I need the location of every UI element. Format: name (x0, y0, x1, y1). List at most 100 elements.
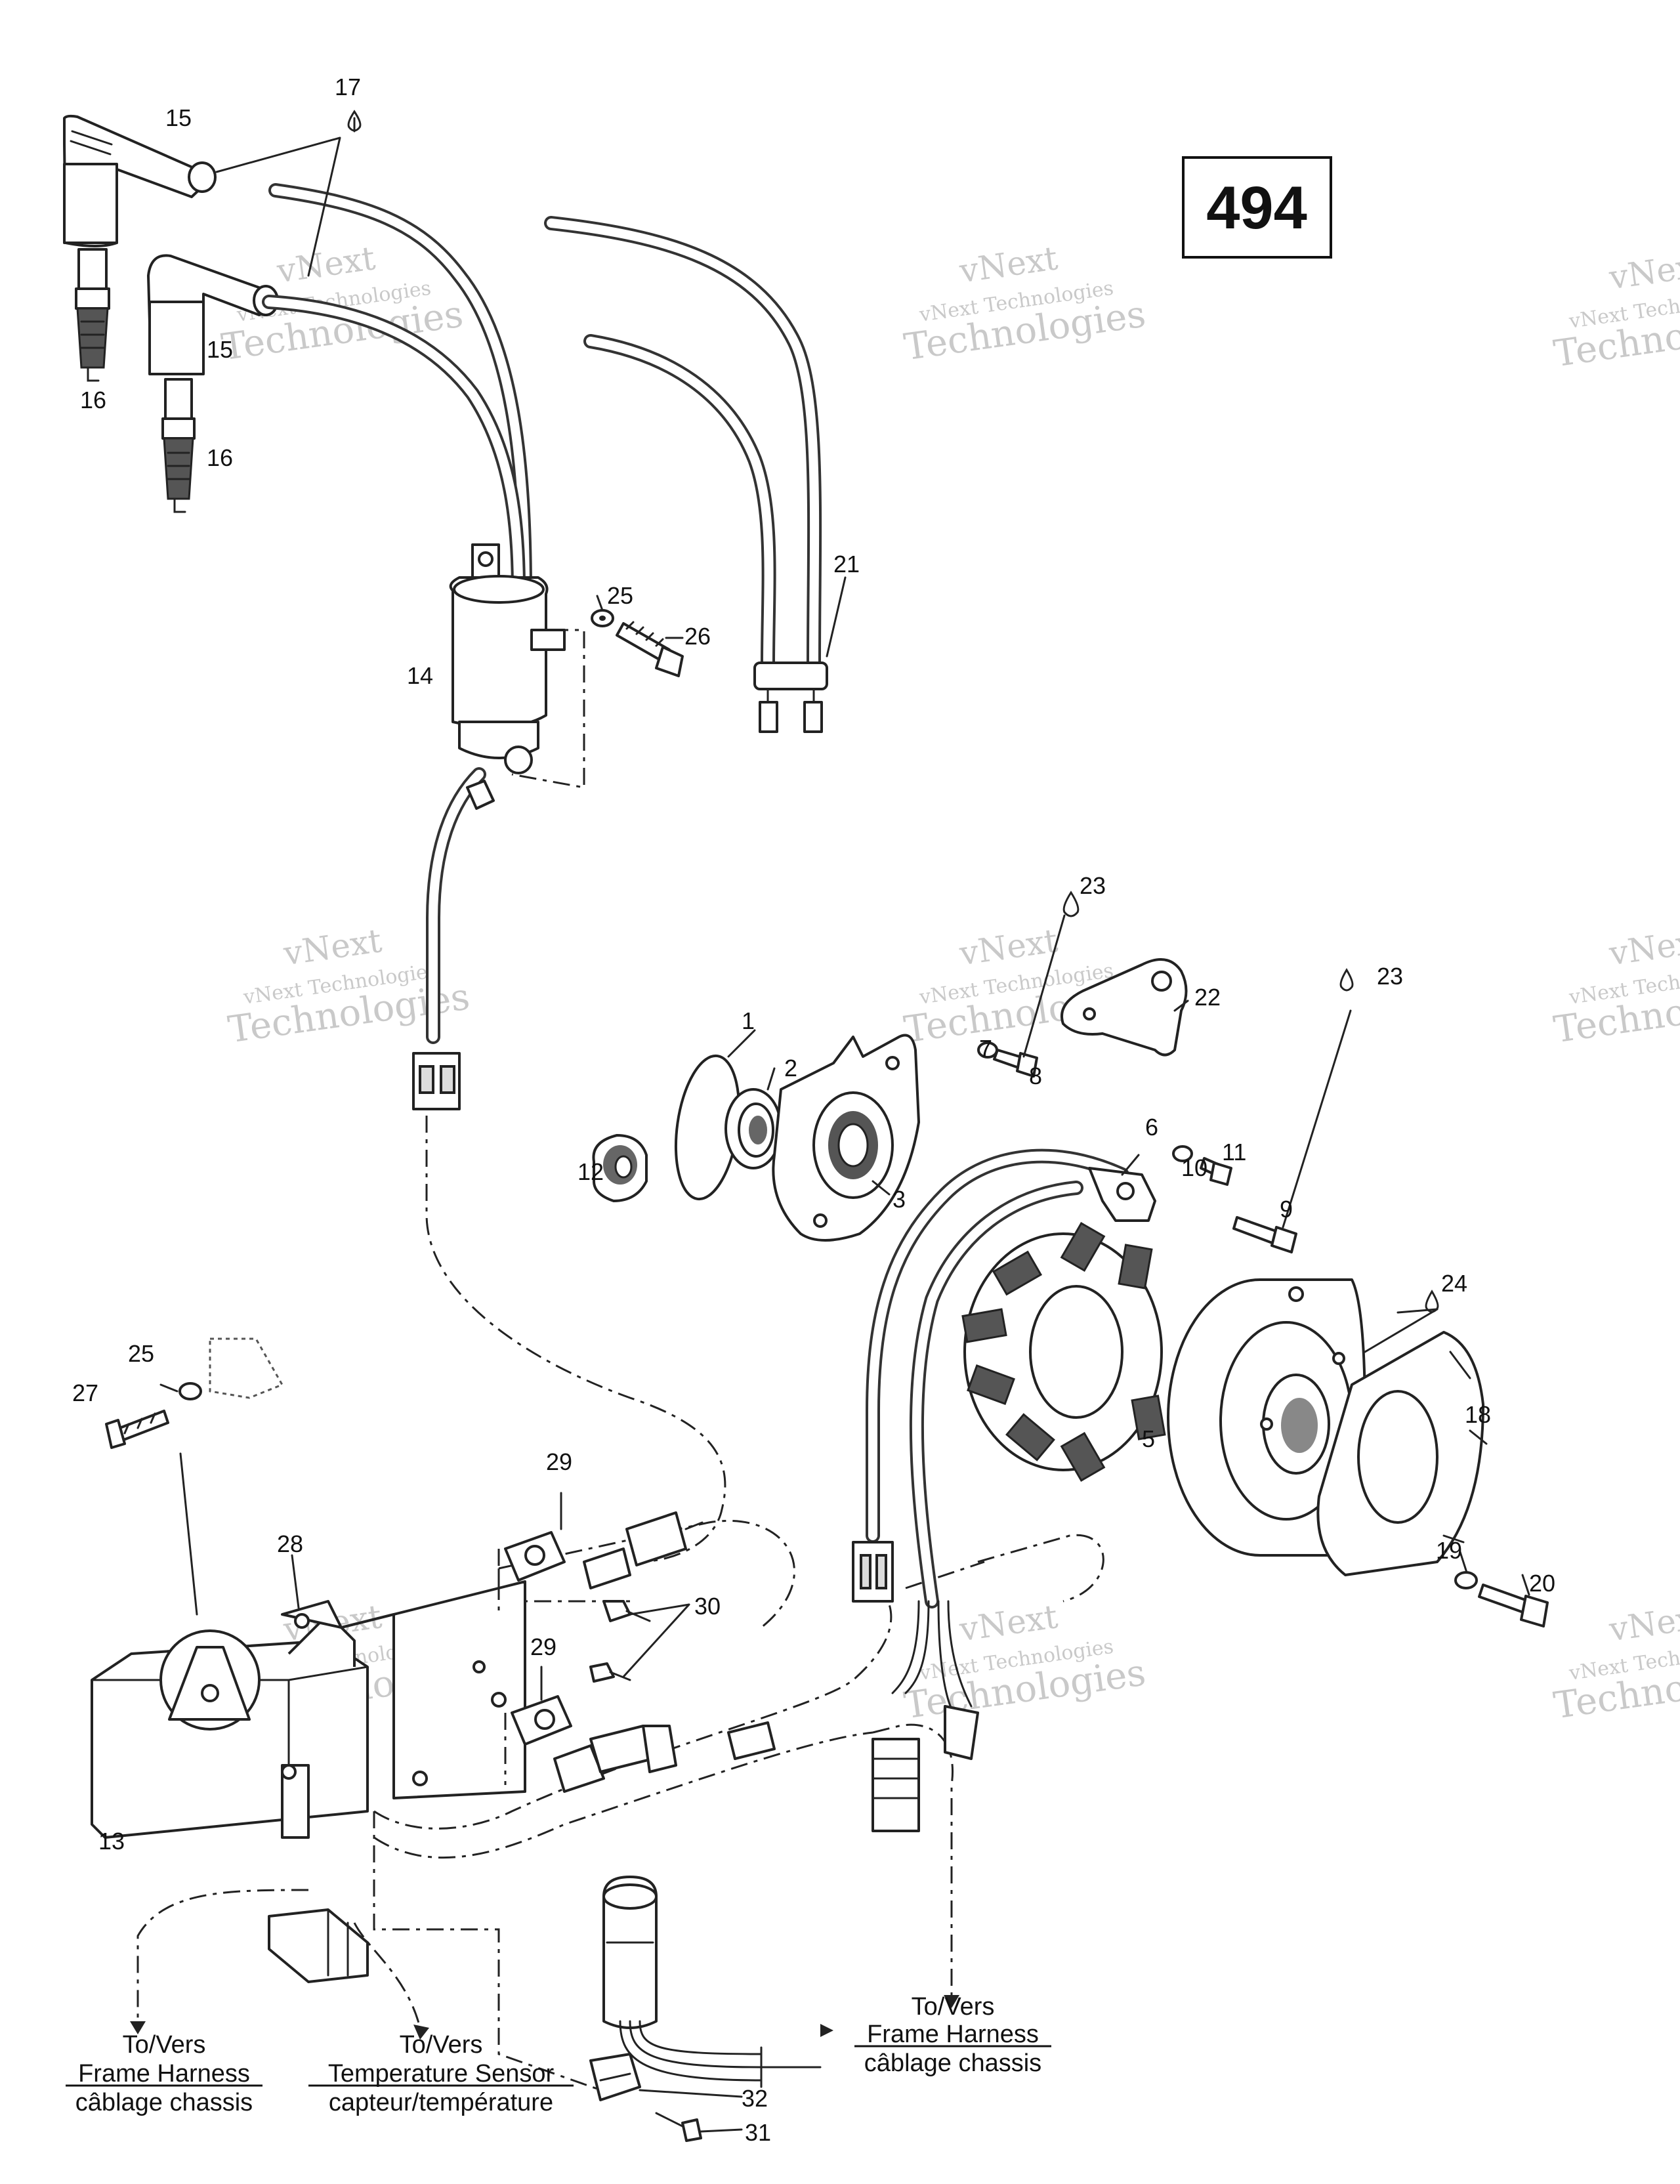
callout-32: 32 (742, 2085, 768, 2112)
callout-1: 1 (742, 1007, 755, 1034)
wire-terminal (655, 2112, 702, 2142)
svg-text:vNext: vNext (957, 1597, 1060, 1648)
drop-icon (1339, 968, 1354, 992)
spark-plug-cap-upper (63, 114, 217, 247)
page-number-box: 494 (1182, 156, 1332, 259)
cdi-module (91, 1452, 369, 1839)
svg-text:vNext: vNext (281, 921, 384, 973)
destination-temperature-sensor: To/Vers Temperature Sensor capteur/tempé… (308, 2031, 574, 2116)
callout-25-lower: 25 (128, 1340, 154, 1367)
ignition-wire-set (544, 216, 828, 733)
callout-16-lower: 16 (207, 444, 233, 471)
callout-9: 9 (1280, 1196, 1293, 1223)
flywheel (1167, 1278, 1488, 1576)
svg-text:vNext: vNext (1606, 921, 1680, 973)
destination-frame-harness-left: To/Vers Frame Harness câblage chassis (66, 2031, 262, 2116)
connector-pair-lower (553, 1725, 677, 1793)
callout-23-upper: 23 (1080, 872, 1106, 899)
callout-3: 3 (892, 1186, 906, 1213)
ignition-coil (449, 543, 585, 789)
bolt-9 (1232, 1216, 1297, 1253)
spark-plug-upper (75, 248, 110, 382)
svg-text:vNext: vNext (957, 239, 1060, 290)
callout-15-lower: 15 (207, 336, 233, 363)
page-number: 494 (1206, 175, 1307, 242)
watermark: vNext vNext Technologies Technologies (902, 239, 1148, 369)
callout-2: 2 (784, 1055, 797, 1082)
destination-arrows (130, 1995, 959, 2040)
stator-harness (852, 1148, 1156, 1832)
svg-text:To/Vers: To/Vers (123, 2031, 206, 2059)
routing-lines (136, 1116, 1104, 2095)
callout-20: 20 (1529, 1570, 1555, 1597)
washer-and-bolt-upper (591, 609, 684, 677)
grommet (592, 1134, 648, 1202)
svg-text:To/Vers: To/Vers (400, 2031, 483, 2059)
svg-text:To/Vers: To/Vers (912, 1993, 995, 2021)
svg-text:vNext: vNext (1606, 245, 1680, 297)
temperature-sensor-connector (268, 1908, 369, 1983)
callout-22: 22 (1194, 984, 1221, 1011)
svg-text:vNext: vNext (1606, 1597, 1680, 1648)
wire-clamp (589, 2053, 641, 2101)
coil-lead-wire (412, 767, 495, 1110)
high-tension-wires (262, 183, 532, 598)
callout-26: 26 (684, 623, 711, 650)
callout-11: 11 (1222, 1139, 1246, 1166)
watermark: vNext vNext Technologies Technologies (1551, 921, 1680, 1051)
watermark: vNext vNext Technologies Technologies (1551, 245, 1680, 375)
callout-16-upper: 16 (80, 387, 106, 413)
callout-29-lower: 29 (530, 1633, 556, 1660)
callout-30: 30 (694, 1593, 721, 1620)
svg-text:câblage chassis: câblage chassis (75, 2089, 253, 2116)
callout-14: 14 (407, 662, 433, 689)
callout-25-upper: 25 (607, 582, 633, 609)
svg-text:Temperature Sensor: Temperature Sensor (328, 2060, 555, 2088)
svg-text:câblage chassis: câblage chassis (864, 2049, 1041, 2077)
spark-plug-lower (161, 378, 196, 513)
svg-text:vNext: vNext (274, 239, 377, 290)
oil-seal (724, 1088, 782, 1169)
svg-text:capteur/température: capteur/température (329, 2089, 553, 2116)
washer-and-screw-11 (1172, 1145, 1232, 1186)
connector-holder-lower (504, 1695, 572, 1785)
callout-24: 24 (1441, 1270, 1467, 1297)
connector-holder-upper (497, 1531, 566, 1614)
harness-grommet (602, 1876, 822, 2088)
connector-small (727, 1721, 776, 1760)
terminals (589, 1600, 651, 1683)
callout-17: 17 (335, 74, 361, 100)
callout-23-lower: 23 (1377, 963, 1403, 990)
callout-19: 19 (1436, 1537, 1462, 1564)
washer-and-screw-8 (977, 1041, 1038, 1078)
callout-31: 31 (745, 2119, 771, 2146)
connector-pair-upper (583, 1511, 704, 1589)
cover (1060, 958, 1188, 1057)
callout-10: 10 (1181, 1154, 1208, 1181)
svg-text:vNext: vNext (957, 921, 1060, 973)
callout-8: 8 (1029, 1062, 1042, 1089)
washer-and-bolt-flywheel (1454, 1571, 1549, 1628)
callout-labels: 1 2 3 5 6 7 8 9 10 11 12 13 14 15 15 16 … (72, 74, 1555, 2146)
callout-5: 5 (1142, 1425, 1155, 1452)
callout-6: 6 (1145, 1114, 1158, 1141)
callout-15-upper: 15 (165, 104, 192, 131)
callout-18: 18 (1465, 1401, 1491, 1428)
svg-text:Frame Harness: Frame Harness (867, 2021, 1039, 2048)
destination-frame-harness-right: To/Vers Frame Harness câblage chassis (854, 1993, 1051, 2077)
callout-27: 27 (72, 1379, 98, 1406)
callout-12: 12 (578, 1158, 604, 1185)
mounting-bracket (281, 1580, 526, 1799)
callout-28: 28 (277, 1530, 303, 1557)
callout-21: 21 (833, 551, 860, 578)
module-mount-bolt (105, 1337, 284, 1449)
leader-lines (159, 117, 1530, 2133)
watermark: vNext vNext Technologies Technologies (1551, 1597, 1680, 1727)
stator (961, 1221, 1166, 1482)
callout-29-upper: 29 (546, 1448, 572, 1475)
drop-icon (1062, 891, 1080, 917)
svg-text:Frame Harness: Frame Harness (78, 2060, 250, 2088)
callout-7: 7 (979, 1035, 992, 1062)
callout-13: 13 (98, 1828, 125, 1855)
